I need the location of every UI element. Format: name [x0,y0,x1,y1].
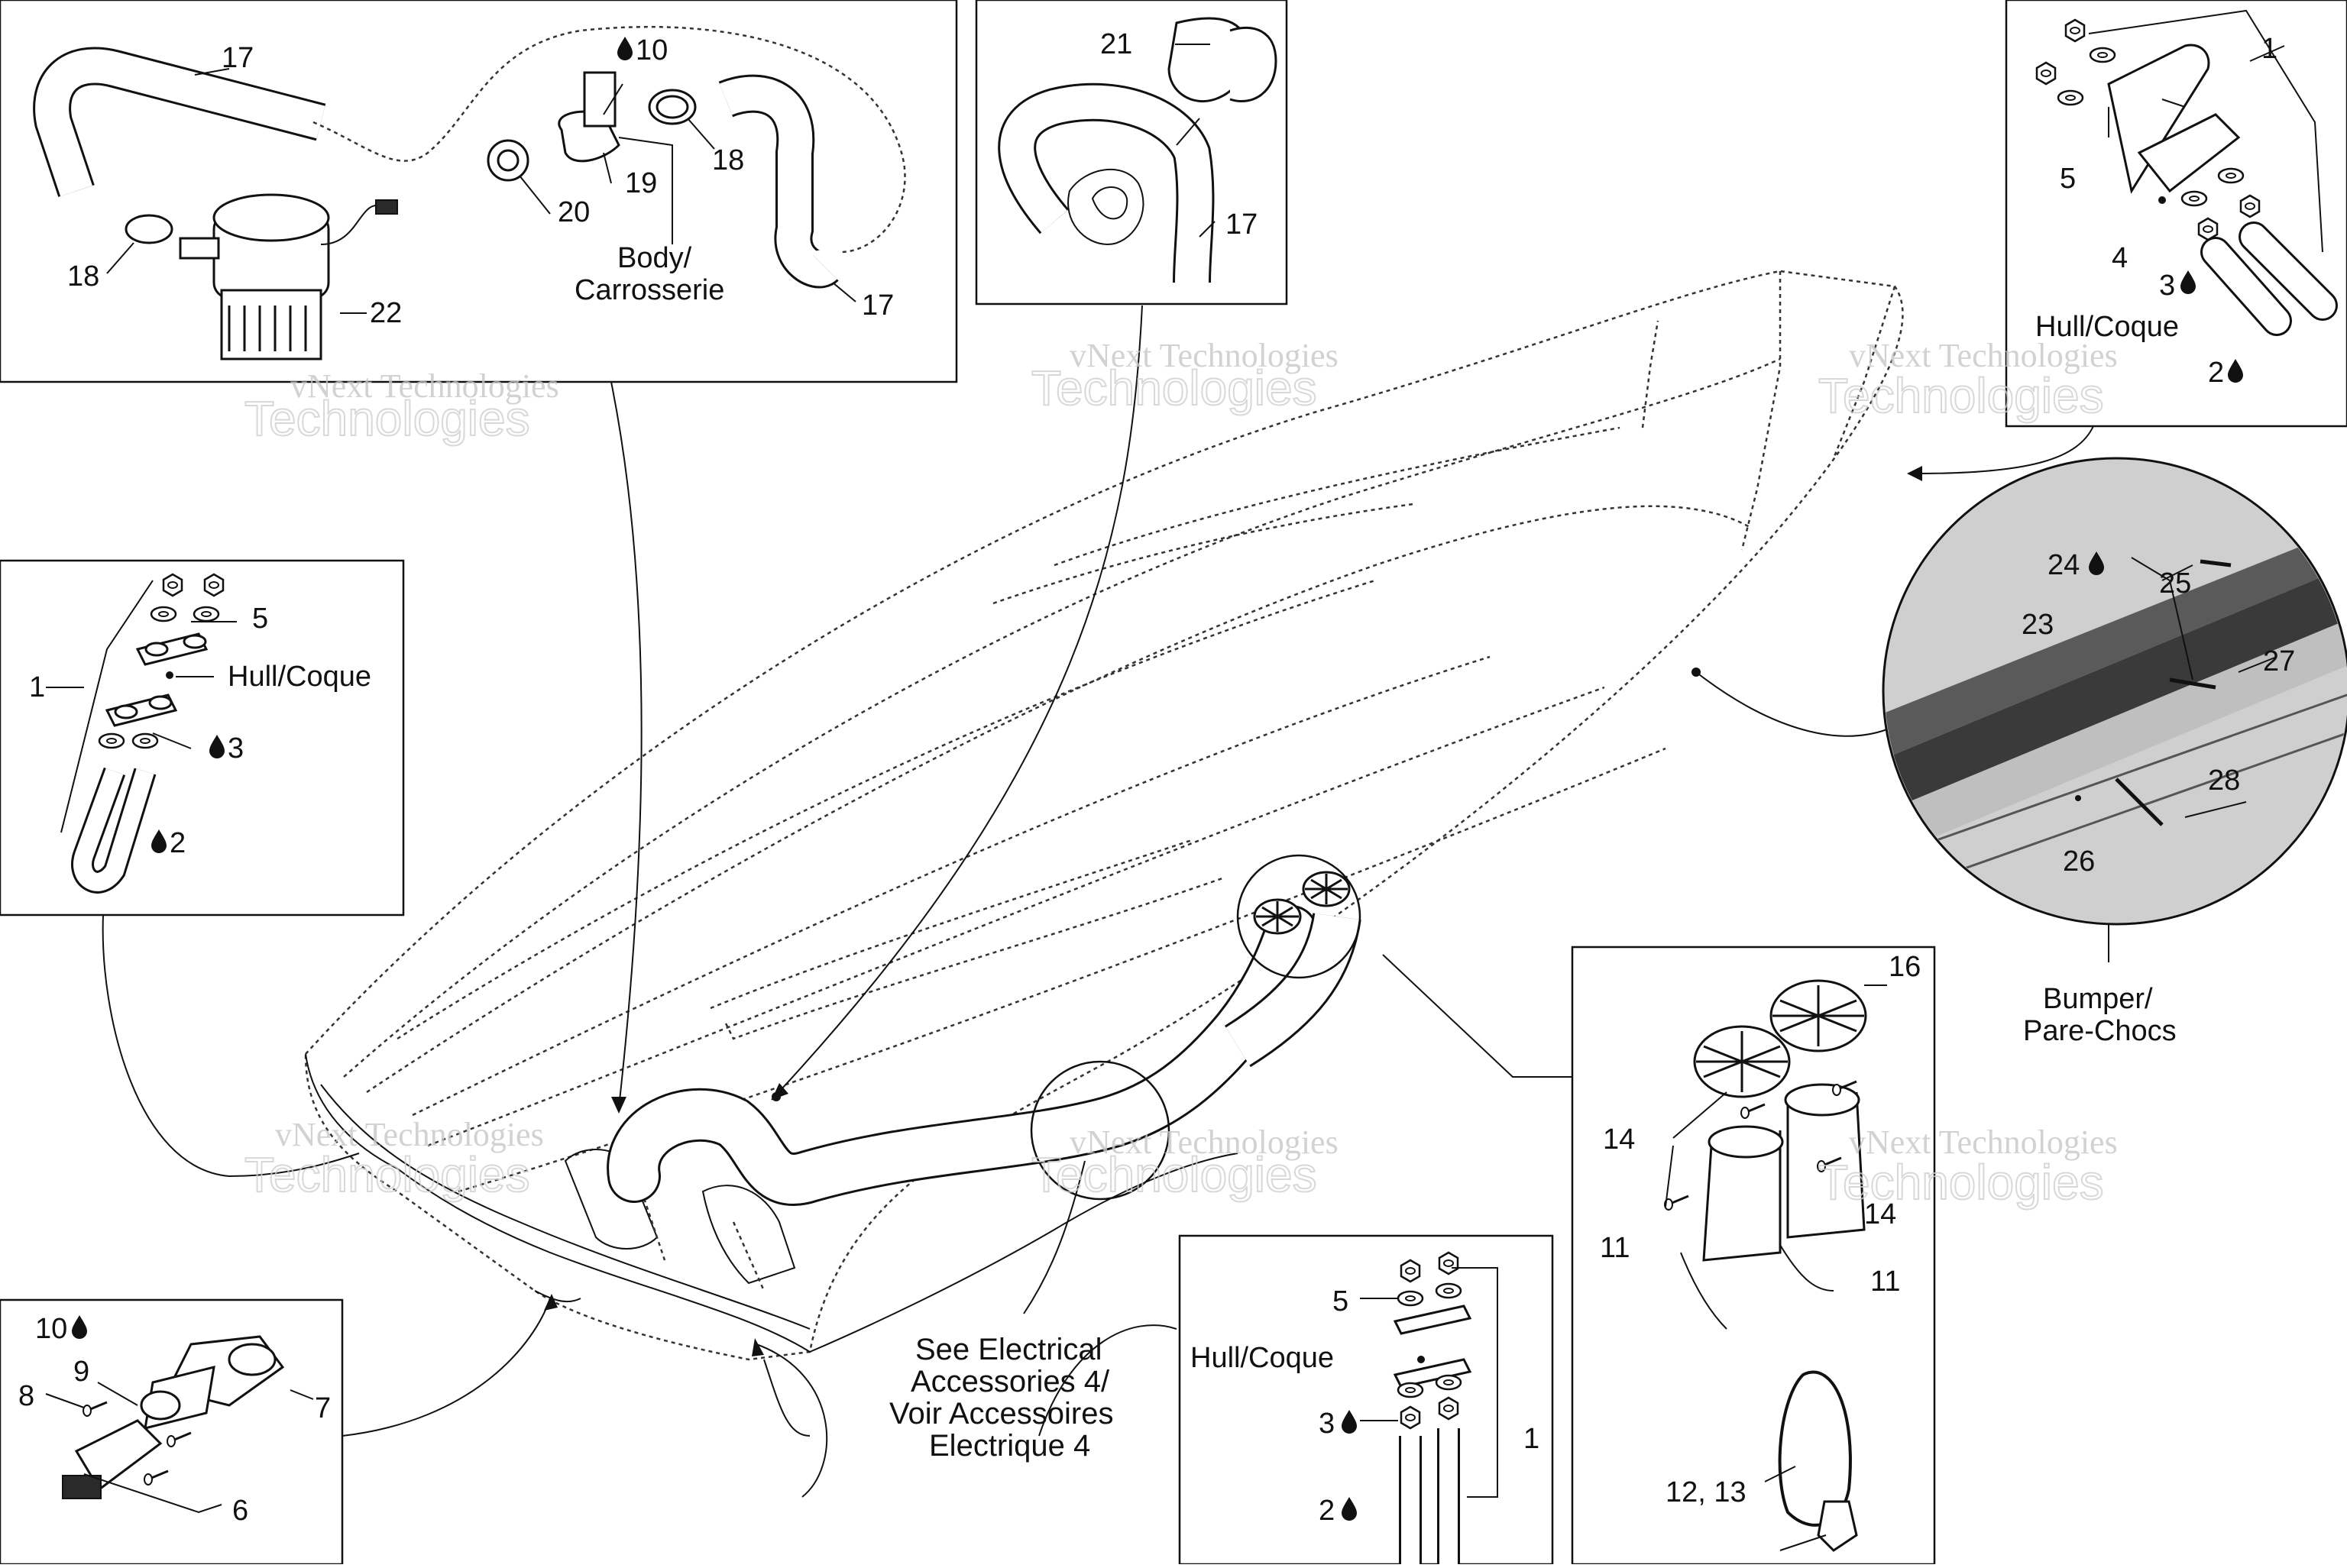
label-5d: 5 [252,603,268,635]
label-see-elec-3: Voir Accessoires [889,1397,1113,1431]
label-see-elec-1: See Electrical [915,1333,1102,1366]
label-body-1: Body/ [617,242,692,274]
label-5: 5 [2060,163,2076,195]
label-11b: 11 [1870,1266,1900,1298]
watermark-text: vNext Technologies [1070,1123,1339,1161]
panel-drain-plug [0,1298,344,1566]
label-10e: 10 [35,1313,67,1345]
label-11: 11 [1600,1232,1630,1264]
panel-hull-fittings-left [0,559,405,917]
hull-outline [304,270,1904,1361]
label-8: 8 [18,1380,34,1412]
label-14b: 14 [1864,1198,1896,1230]
panel-hull-fittings-bottom [1178,1234,1554,1566]
watermark-text: Technologies [244,1147,530,1202]
panel-bilge-pump [0,0,958,383]
watermark-text: Technologies [1818,368,2104,423]
label-3f: 3 [1319,1408,1335,1440]
label-9: 9 [73,1356,89,1388]
label-17b: 17 [862,289,894,322]
watermark-text: Technologies [244,391,530,446]
connector-lines [102,305,2094,1498]
label-17c: 17 [1225,209,1258,241]
watermark-text: vNext Technologies [1070,337,1339,374]
label-16: 16 [1889,951,1921,983]
label-25: 25 [2159,567,2191,600]
label-bumper-2: Pare-Chocs [2023,1015,2177,1047]
label-12-13: 12, 13 [1666,1476,1746,1508]
label-28: 28 [2208,765,2240,797]
label-18b: 18 [67,260,99,293]
label-hull-c: Hull/Coque [2035,311,2179,343]
label-14: 14 [1603,1123,1635,1156]
label-6: 6 [232,1495,248,1527]
panel-hull-fittings-right [2005,0,2347,428]
label-7: 7 [315,1392,331,1424]
watermark-text: vNext Technologies [1849,337,2118,374]
bilge-hose-assembly [607,854,1361,1206]
label-1f: 1 [1523,1423,1539,1455]
watermark-text: vNext Technologies [275,1116,544,1153]
watermark-text: Technologies [1031,1147,1317,1202]
watermark-text: Technologies [1031,360,1317,415]
watermark-text: Technologies [1818,1155,2104,1210]
label-see-elec-2: Accessories 4/ [911,1365,1110,1398]
panel-hose-boot [975,0,1288,306]
panel-bumper-detail [1882,457,2347,962]
label-2d: 2 [170,827,186,859]
label-23: 23 [2022,609,2054,641]
label-5f: 5 [1332,1285,1348,1317]
label-1d: 1 [29,671,45,703]
label-2: 2 [2208,357,2224,389]
label-bumper-1: Bumper/ [2043,983,2153,1015]
label-3: 3 [2159,270,2175,302]
label-18: 18 [712,144,744,176]
label-22: 22 [370,297,402,329]
label-hull-f: Hull/Coque [1190,1342,1334,1374]
label-10: 10 [636,34,668,66]
label-27: 27 [2263,645,2295,677]
label-20: 20 [558,196,590,228]
label-17: 17 [222,42,254,74]
callout-labels: 17 10 18 19 20 Body/ Carrosserie 17 18 2… [18,28,2295,1527]
label-body-2: Carrosserie [575,274,724,306]
label-see-elec-4: Electrique 4 [929,1429,1090,1463]
watermark-text: vNext Technologies [1849,1123,2118,1161]
label-26: 26 [2063,845,2095,878]
label-4: 4 [2112,242,2128,274]
label-19: 19 [625,167,657,199]
watermark-text: vNext Technologies [290,367,559,405]
label-2f: 2 [1319,1495,1335,1527]
panel-vent-covers [1571,946,1936,1566]
label-24: 24 [2048,549,2080,581]
label-3d: 3 [228,732,244,765]
label-21: 21 [1100,28,1132,60]
label-hull-d: Hull/Coque [228,661,371,693]
label-1: 1 [2261,33,2277,65]
watermarks: vNext Technologies Technologies vNext Te… [244,337,2118,1211]
